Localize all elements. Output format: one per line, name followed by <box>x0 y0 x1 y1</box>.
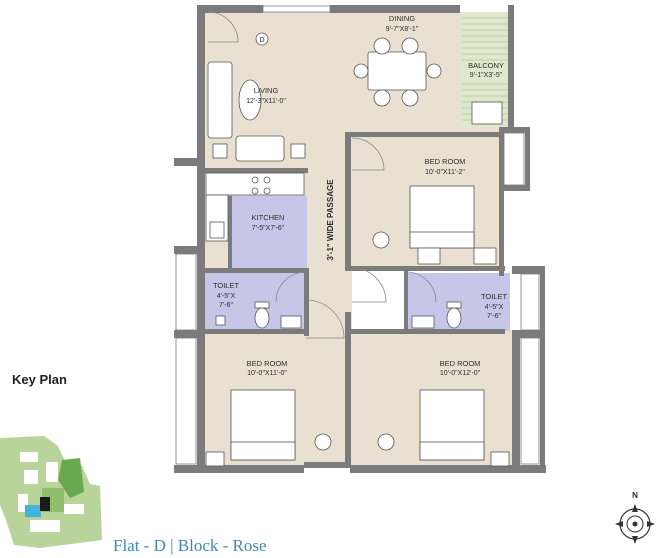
bedroom-furniture <box>205 101 510 467</box>
key-plan-map <box>0 436 102 548</box>
balcony-dims: 9'-1"X3'-5" <box>470 72 503 79</box>
bedroom-sw-label: BED ROOM <box>247 359 288 368</box>
toilet-east-label: TOILET <box>481 292 508 301</box>
toilet-east-dims: 4'-5"X <box>485 304 504 311</box>
kitchen-counter <box>205 172 305 242</box>
balcony-unit <box>471 101 503 125</box>
passage-label: 3'-1" WIDE PASSAGE <box>326 179 335 261</box>
balcony-label: BALCONY <box>468 61 504 70</box>
kitchen-floor <box>231 196 307 268</box>
living-furniture <box>207 61 306 162</box>
compass-icon <box>615 504 655 544</box>
unit-marker <box>255 32 269 46</box>
bedroom-ne-label: BED ROOM <box>425 157 466 166</box>
toilet-west-dims: 4'-5"X <box>217 293 236 300</box>
toilet-east-dims-2: 7'-6" <box>487 313 501 320</box>
dining-label: DINING <box>389 14 415 23</box>
bedroom-ne-dims: 10'-0"X11'-2" <box>425 169 465 176</box>
unit-marker-label: D <box>259 37 264 44</box>
sofa-main <box>235 135 285 162</box>
toilet-west-dims-2: 7'-6" <box>219 302 233 309</box>
windows <box>175 5 540 465</box>
dining-table <box>367 51 427 91</box>
kitchen-label: KITCHEN <box>252 213 285 222</box>
living-dims: 12'-3"X11'-0" <box>246 98 286 105</box>
bedroom-se-dims: 10'-0"X12'-0" <box>440 370 481 377</box>
compass-north-label: N <box>632 491 638 500</box>
flat-caption: Flat - D | Block - Rose <box>113 536 267 555</box>
sofa-side <box>207 61 233 139</box>
living-label: LIVING <box>254 86 279 95</box>
side-table <box>290 143 306 159</box>
bedroom-sw-dims: 10'-0"X11'-0" <box>247 370 287 377</box>
walls <box>174 5 546 473</box>
key-plan-title: Key Plan <box>12 372 67 387</box>
coffee-table <box>238 79 262 121</box>
bedroom-se-label: BED ROOM <box>440 359 481 368</box>
toilet-fixtures <box>215 301 462 329</box>
dining-furniture <box>353 37 442 107</box>
kitchen-dims: 7'-5"X7'-6" <box>252 225 285 232</box>
dining-dims: 9'-7"X8'-1" <box>386 26 419 33</box>
doors <box>206 11 437 339</box>
toilet-west-label: TOILET <box>213 281 240 290</box>
side-table <box>212 143 228 159</box>
